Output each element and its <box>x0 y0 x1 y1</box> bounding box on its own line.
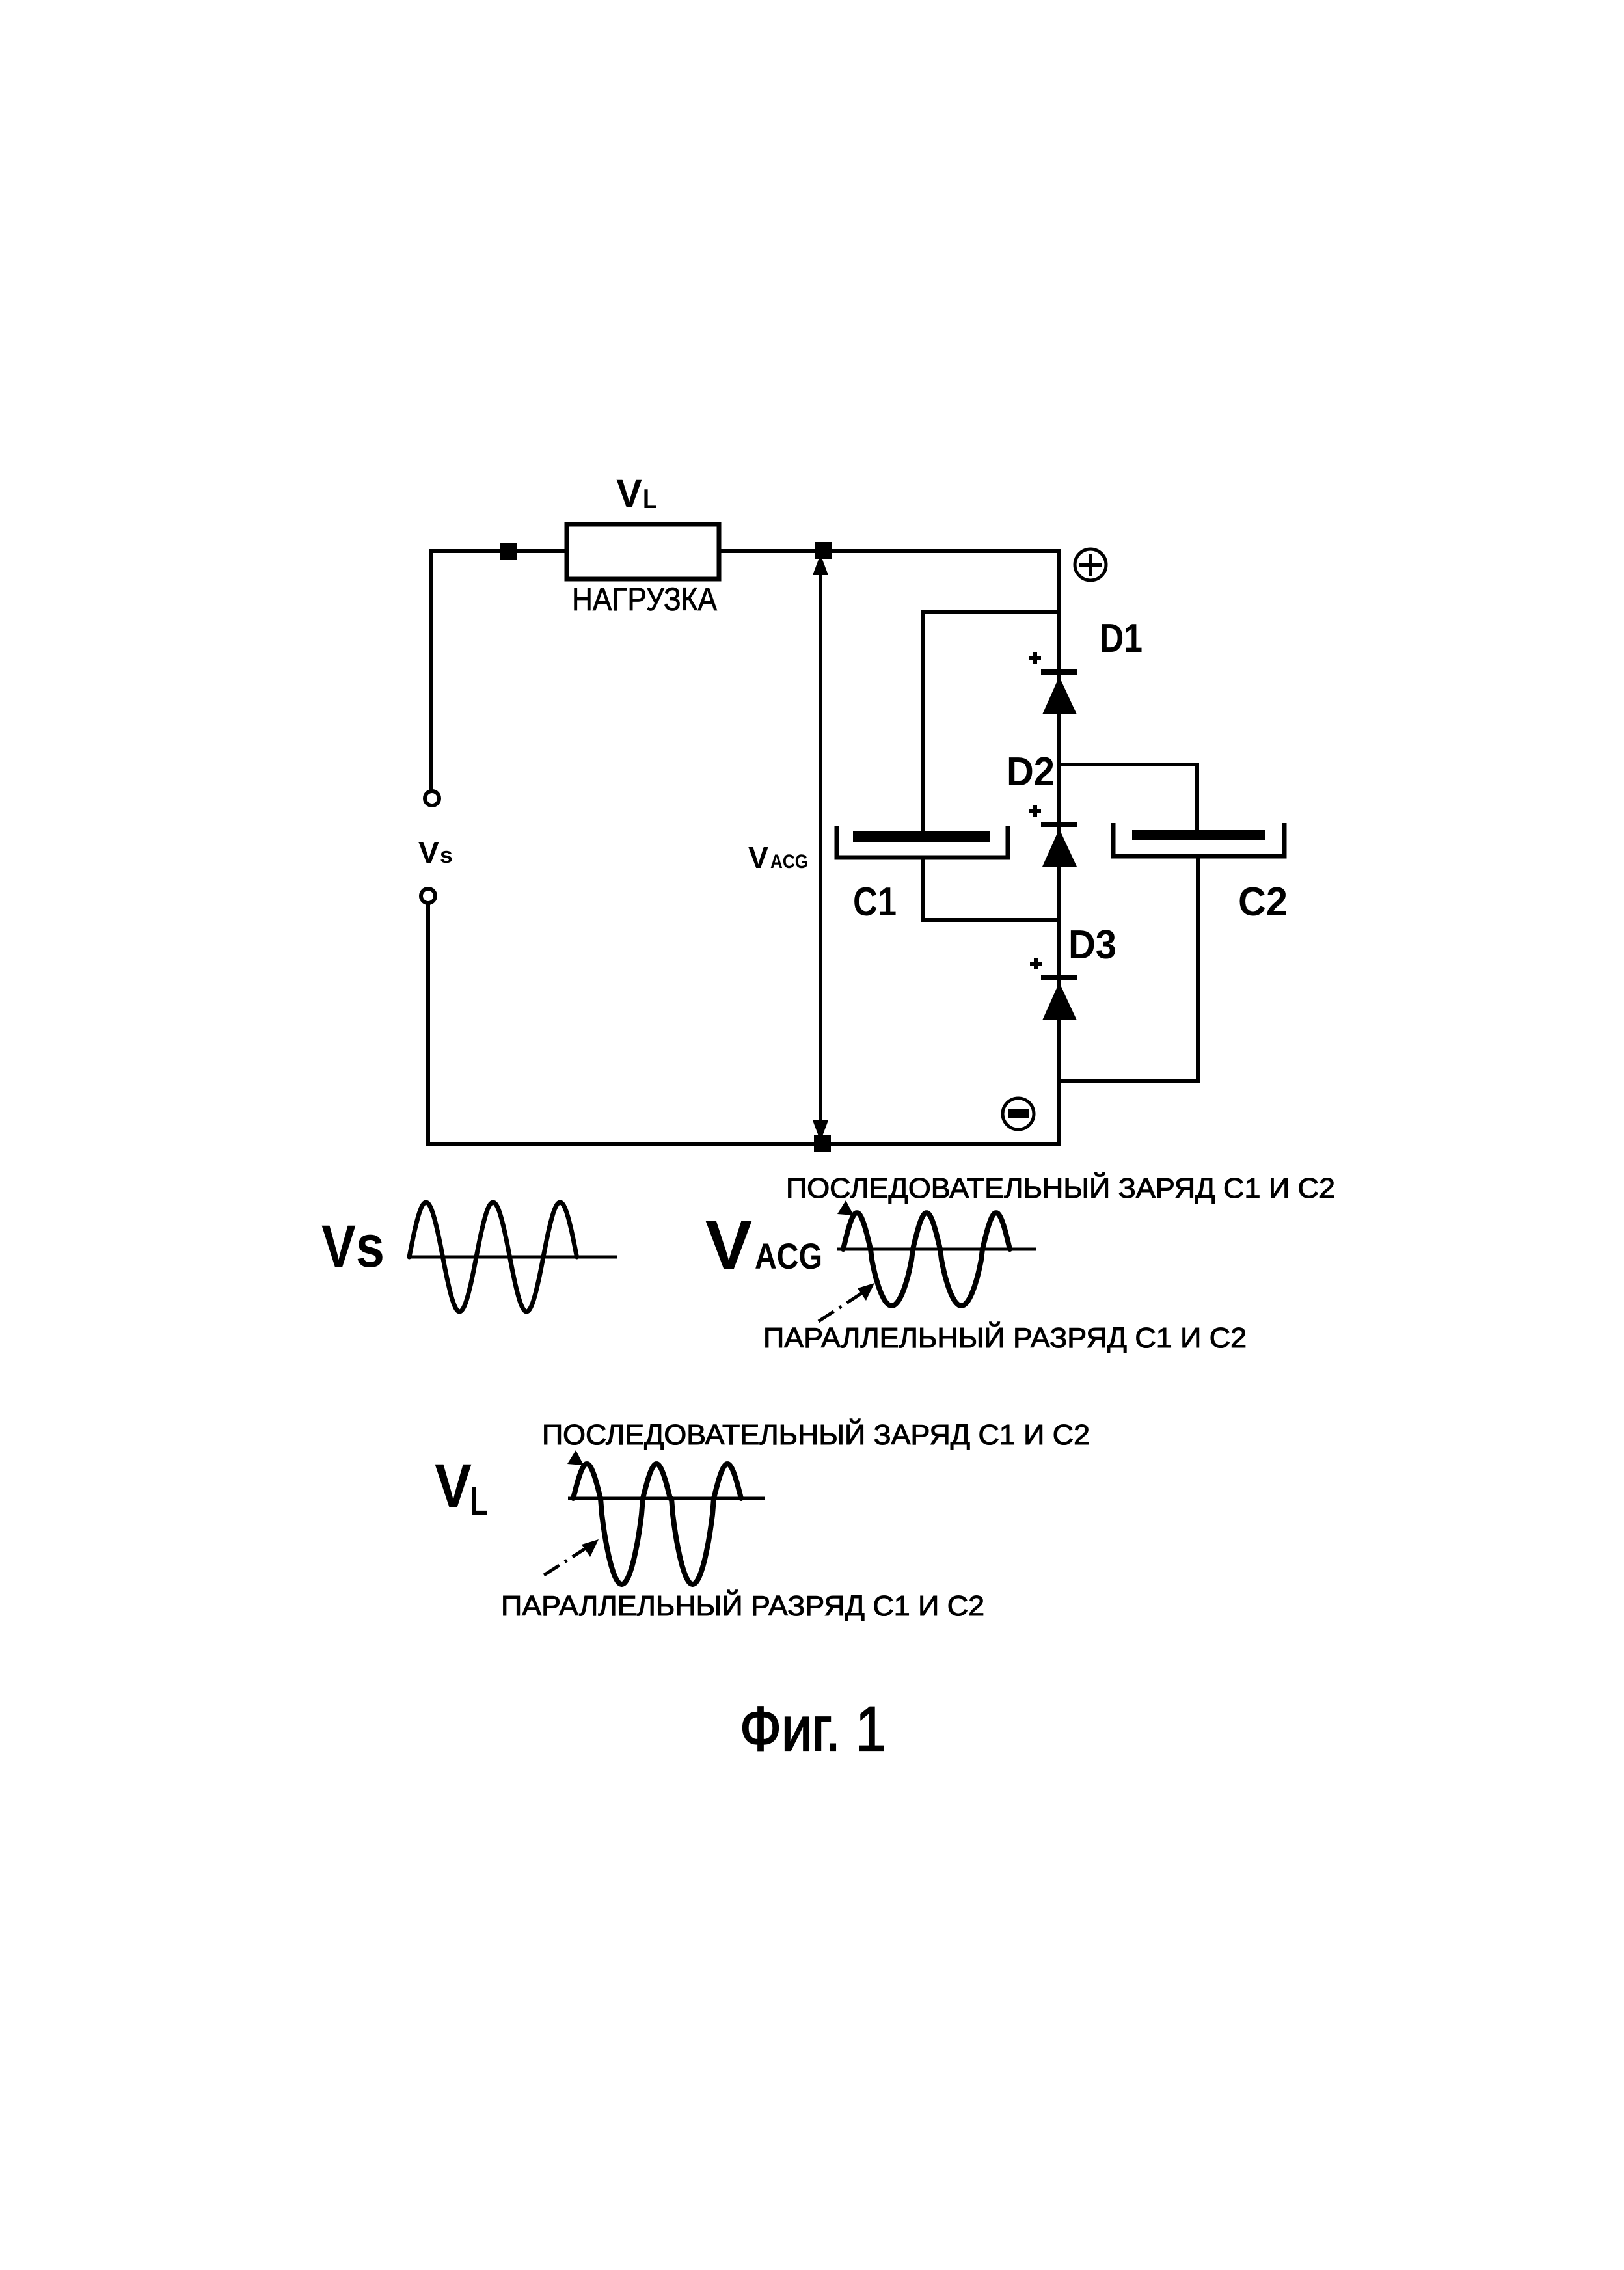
svg-text:ПАРАЛЛЕЛЬНЫЙ РАЗРЯД С1 И С2: ПАРАЛЛЕЛЬНЫЙ РАЗРЯД С1 И С2 <box>763 1321 1247 1354</box>
svg-text:V: V <box>418 835 439 869</box>
svg-text:V: V <box>748 841 768 874</box>
svg-text:D2: D2 <box>1007 750 1055 794</box>
svg-text:ПОСЛЕДОВАТЕЛЬНЫЙ ЗАРЯД С1 И С2: ПОСЛЕДОВАТЕЛЬНЫЙ ЗАРЯД С1 И С2 <box>542 1418 1090 1451</box>
svg-text:C2: C2 <box>1238 880 1288 925</box>
svg-text:C1: C1 <box>853 880 897 925</box>
svg-text:s: s <box>440 843 453 868</box>
svg-text:ПОСЛЕДОВАТЕЛЬНЫЙ ЗАРЯД С1 И С2: ПОСЛЕДОВАТЕЛЬНЫЙ ЗАРЯД С1 И С2 <box>786 1171 1335 1204</box>
svg-text:Фиг. 1: Фиг. 1 <box>740 1694 886 1764</box>
svg-text:D1: D1 <box>1100 616 1143 661</box>
svg-text:V: V <box>435 1452 472 1520</box>
svg-text:D3: D3 <box>1068 923 1116 967</box>
svg-text:V: V <box>616 471 642 515</box>
svg-text:ACG: ACG <box>755 1236 822 1277</box>
svg-text:L: L <box>643 483 657 514</box>
svg-text:ACG: ACG <box>770 851 808 872</box>
svg-text:L: L <box>470 1478 488 1524</box>
svg-text:Vs: Vs <box>321 1213 385 1280</box>
svg-text:НАГРУЗКА: НАГРУЗКА <box>572 581 718 617</box>
svg-text:V: V <box>705 1207 752 1284</box>
svg-text:ПАРАЛЛЕЛЬНЫЙ РАЗРЯД С1 И С2: ПАРАЛЛЕЛЬНЫЙ РАЗРЯД С1 И С2 <box>501 1589 984 1622</box>
